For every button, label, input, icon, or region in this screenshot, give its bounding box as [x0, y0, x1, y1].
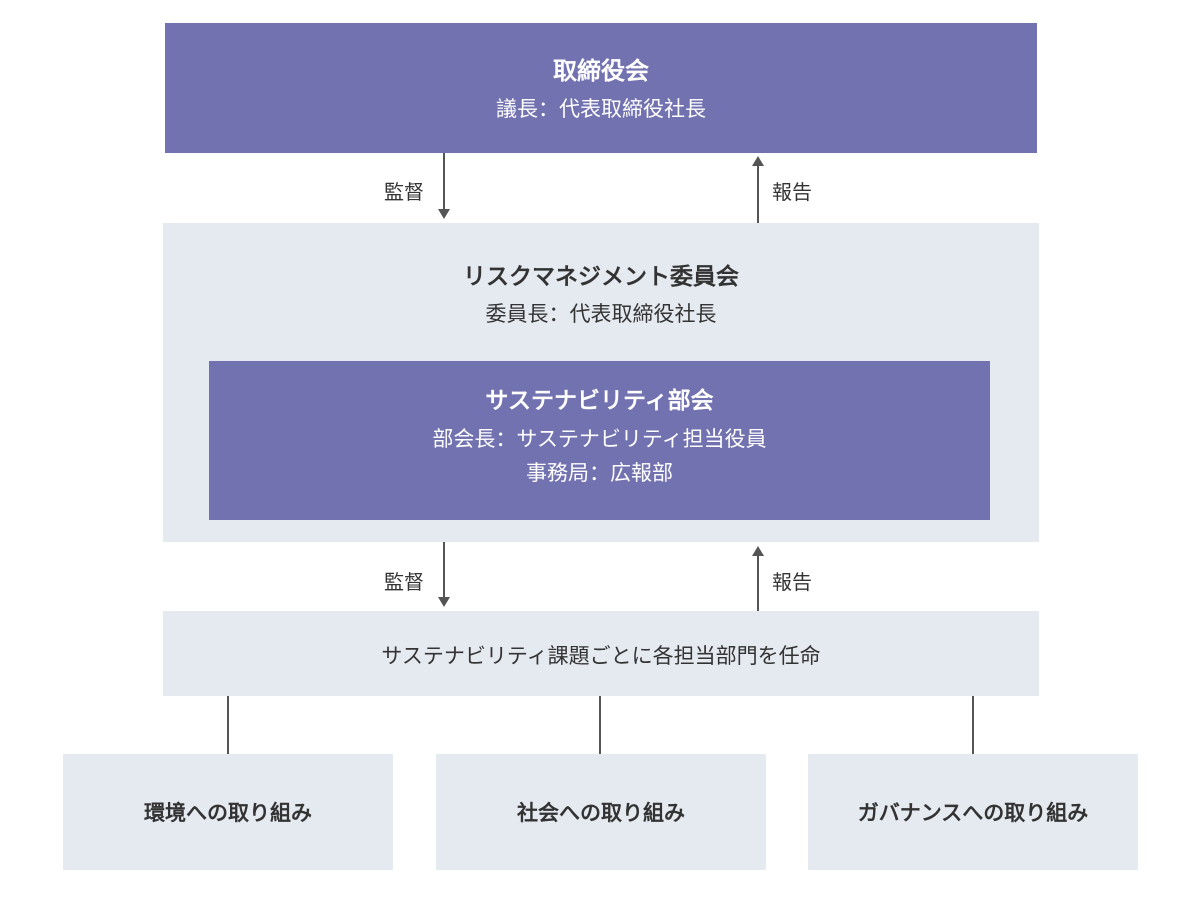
initiative-label-social: 社会への取り組み: [517, 801, 685, 825]
assignment-box: サステナビリティ課題ごとに各担当部門を任命: [163, 611, 1039, 696]
report-label-bottom: 報告: [772, 570, 812, 594]
assignment-text: サステナビリティ課題ごとに各担当部門を任命: [381, 644, 821, 668]
board-of-directors-box: 取締役会 議長：代表取締役社長: [165, 23, 1037, 153]
supervise-arrow-bottom: [438, 542, 450, 607]
report-label-top: 報告: [772, 180, 812, 204]
board-title: 取締役会: [553, 57, 649, 85]
supervise-label-bottom: 監督: [384, 570, 424, 594]
connector-line-social: [599, 696, 601, 754]
sustainability-subcommittee-box: サステナビリティ部会 部会長：サステナビリティ担当役員 事務局：広報部: [209, 361, 990, 520]
initiative-box-governance: ガバナンスへの取り組み: [808, 754, 1138, 870]
initiative-label-environment: 環境への取り組み: [144, 801, 312, 825]
report-arrow-bottom: [752, 546, 764, 611]
sustainability-office: 事務局：広報部: [526, 461, 673, 485]
initiative-box-social: 社会への取り組み: [436, 754, 766, 870]
sustainability-title: サステナビリティ部会: [485, 388, 714, 414]
connector-line-environment: [227, 696, 229, 754]
report-arrow-top: [752, 156, 764, 223]
supervise-arrow-top: [438, 153, 450, 219]
risk-committee-box: リスクマネジメント委員会 委員長：代表取締役社長 サステナビリティ部会 部会長：…: [163, 223, 1039, 542]
risk-committee-chair: 委員長：代表取締役社長: [485, 302, 717, 326]
initiative-box-environment: 環境への取り組み: [63, 754, 393, 870]
board-chair: 議長：代表取締役社長: [496, 97, 706, 121]
risk-committee-title: リスクマネジメント委員会: [463, 264, 739, 290]
sustainability-head: 部会長：サステナビリティ担当役員: [432, 427, 767, 451]
initiative-label-governance: ガバナンスへの取り組み: [857, 801, 1089, 825]
supervise-label-top: 監督: [384, 180, 424, 204]
connector-line-governance: [972, 696, 974, 754]
